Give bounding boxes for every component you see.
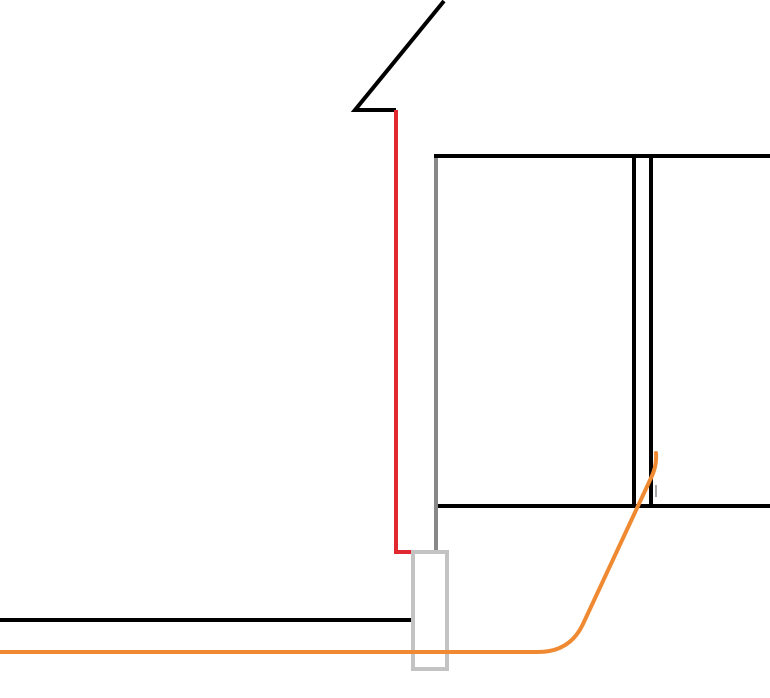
orange-cable <box>0 451 659 654</box>
roof-line <box>350 0 446 112</box>
post-box <box>411 550 449 671</box>
red-line <box>394 110 415 554</box>
